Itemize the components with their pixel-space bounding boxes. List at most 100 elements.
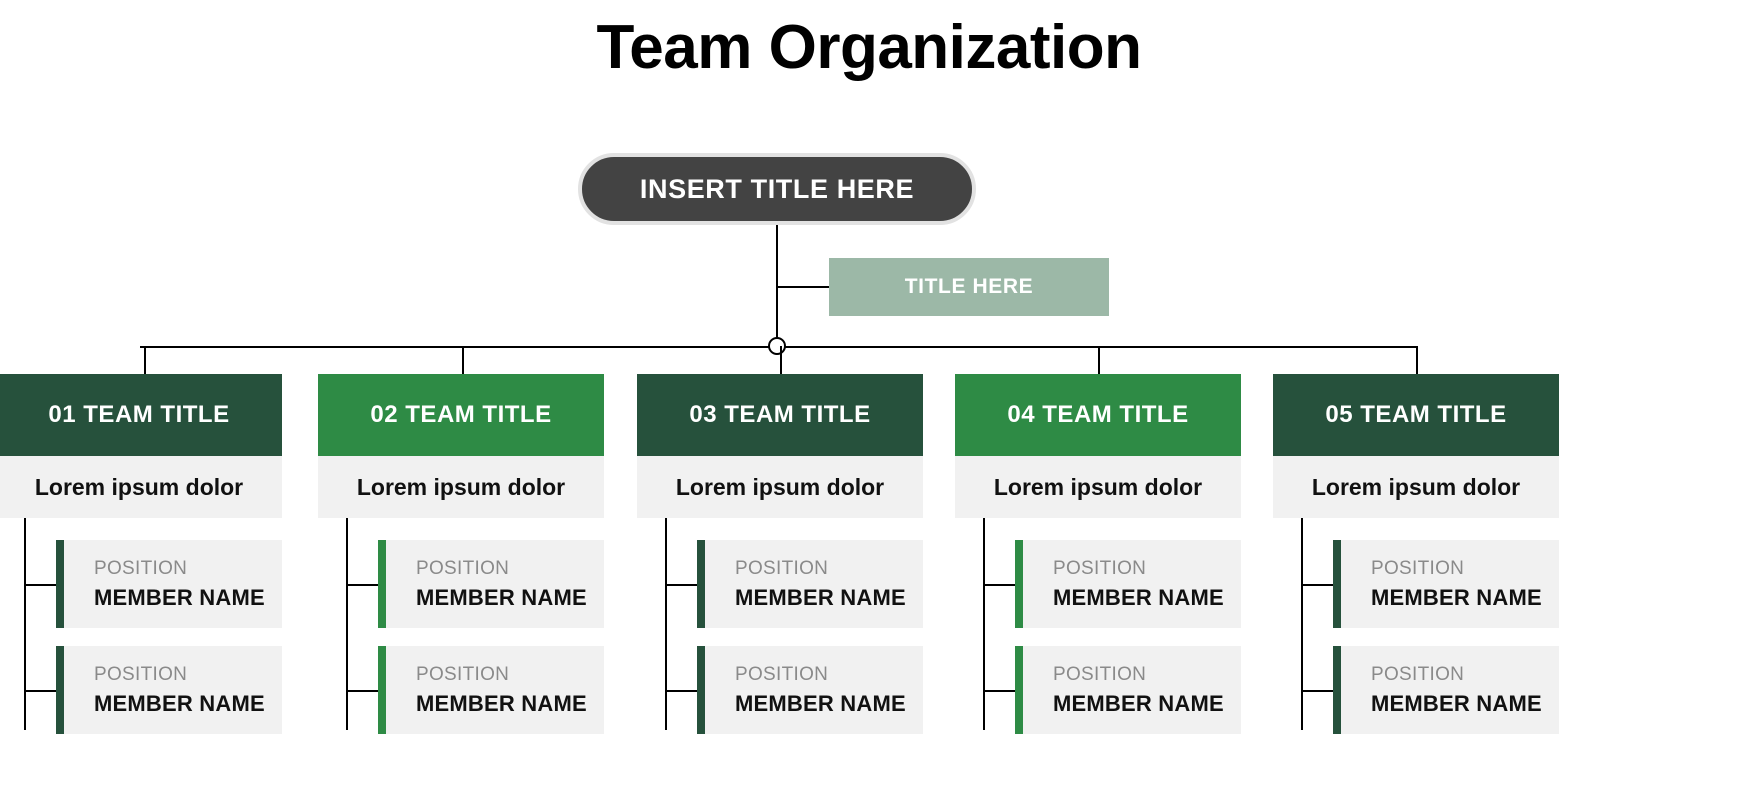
connector-member-stub: [24, 690, 58, 692]
member-list-4: POSITION MEMBER NAME POSITION MEMBER NAME: [955, 518, 1241, 734]
connector-member-stub: [1301, 690, 1335, 692]
assistant-node-label: TITLE HERE: [904, 275, 1034, 298]
member-accent-bar: [1015, 540, 1023, 628]
team-header-label: 04 TEAM TITLE: [1007, 401, 1189, 428]
team-header-1[interactable]: 01 TEAM TITLE: [0, 374, 282, 456]
member-card[interactable]: POSITION MEMBER NAME: [1015, 646, 1241, 734]
connector-member-stub: [665, 690, 699, 692]
member-row: POSITION MEMBER NAME: [955, 646, 1241, 734]
assistant-node[interactable]: TITLE HERE: [829, 258, 1109, 316]
member-row: POSITION MEMBER NAME: [955, 540, 1241, 628]
member-name-label: MEMBER NAME: [94, 690, 265, 716]
member-card[interactable]: POSITION MEMBER NAME: [56, 646, 282, 734]
member-position-label: POSITION: [94, 664, 188, 686]
member-card[interactable]: POSITION MEMBER NAME: [697, 540, 923, 628]
team-header-3[interactable]: 03 TEAM TITLE: [637, 374, 923, 456]
member-position-label: POSITION: [735, 664, 829, 686]
connector-member-stub: [983, 584, 1017, 586]
connector-root-trunk: [776, 225, 778, 345]
connector-member-stub: [346, 690, 380, 692]
team-header-label: 05 TEAM TITLE: [1325, 401, 1507, 428]
member-accent-bar: [697, 646, 705, 734]
team-header-2[interactable]: 02 TEAM TITLE: [318, 374, 604, 456]
member-accent-bar: [378, 540, 386, 628]
member-text: POSITION MEMBER NAME: [386, 646, 604, 734]
member-name-label: MEMBER NAME: [735, 584, 906, 610]
page-title: Team Organization: [596, 13, 1143, 82]
member-accent-bar: [1015, 646, 1023, 734]
member-position-label: POSITION: [416, 664, 510, 686]
connector-member-trunk-2: [346, 518, 348, 730]
team-subtitle-5: Lorem ipsum dolor: [1273, 456, 1559, 518]
team-header-label: 01 TEAM TITLE: [48, 401, 230, 428]
connector-member-trunk-1: [24, 518, 26, 730]
team-subtitle-4: Lorem ipsum dolor: [955, 456, 1241, 518]
member-name-label: MEMBER NAME: [1053, 584, 1224, 610]
team-subtitle-1: Lorem ipsum dolor: [0, 456, 282, 518]
member-row: POSITION MEMBER NAME: [637, 646, 923, 734]
connector-member-trunk-4: [983, 518, 985, 730]
connector-member-stub: [346, 584, 380, 586]
team-subtitle-label: Lorem ipsum dolor: [34, 473, 244, 500]
connector-column-drop-5: [1416, 346, 1418, 374]
member-card[interactable]: POSITION MEMBER NAME: [378, 646, 604, 734]
member-row: POSITION MEMBER NAME: [637, 540, 923, 628]
member-position-label: POSITION: [1371, 558, 1465, 580]
member-text: POSITION MEMBER NAME: [64, 646, 282, 734]
member-list-3: POSITION MEMBER NAME POSITION MEMBER NAME: [637, 518, 923, 734]
member-name-label: MEMBER NAME: [416, 584, 587, 610]
root-node[interactable]: INSERT TITLE HERE: [578, 153, 976, 225]
member-accent-bar: [56, 540, 64, 628]
connector-member-trunk-3: [665, 518, 667, 730]
connector-member-stub: [24, 584, 58, 586]
member-name-label: MEMBER NAME: [1053, 690, 1224, 716]
team-subtitle-label: Lorem ipsum dolor: [356, 473, 566, 500]
member-name-label: MEMBER NAME: [735, 690, 906, 716]
member-position-label: POSITION: [1371, 664, 1465, 686]
member-card[interactable]: POSITION MEMBER NAME: [1015, 540, 1241, 628]
member-accent-bar: [1333, 646, 1341, 734]
connector-member-trunk-5: [1301, 518, 1303, 730]
member-text: POSITION MEMBER NAME: [1023, 540, 1241, 628]
connector-column-drop-2: [462, 346, 464, 374]
member-position-label: POSITION: [735, 558, 829, 580]
member-row: POSITION MEMBER NAME: [0, 646, 282, 734]
team-subtitle-label: Lorem ipsum dolor: [675, 473, 885, 500]
member-accent-bar: [697, 540, 705, 628]
member-row: POSITION MEMBER NAME: [318, 646, 604, 734]
team-header-label: 02 TEAM TITLE: [370, 401, 552, 428]
connector-member-stub: [983, 690, 1017, 692]
member-name-label: MEMBER NAME: [94, 584, 265, 610]
member-text: POSITION MEMBER NAME: [1023, 646, 1241, 734]
member-position-label: POSITION: [1053, 558, 1147, 580]
junction-circle-icon: [768, 337, 786, 355]
team-header-4[interactable]: 04 TEAM TITLE: [955, 374, 1241, 456]
member-name-label: MEMBER NAME: [416, 690, 587, 716]
connector-assistant-stub: [776, 286, 830, 288]
team-subtitle-2: Lorem ipsum dolor: [318, 456, 604, 518]
member-position-label: POSITION: [1053, 664, 1147, 686]
member-card[interactable]: POSITION MEMBER NAME: [697, 646, 923, 734]
member-accent-bar: [56, 646, 64, 734]
team-subtitle-label: Lorem ipsum dolor: [993, 473, 1203, 500]
team-header-5[interactable]: 05 TEAM TITLE: [1273, 374, 1559, 456]
connector-column-drop-4: [1098, 346, 1100, 374]
